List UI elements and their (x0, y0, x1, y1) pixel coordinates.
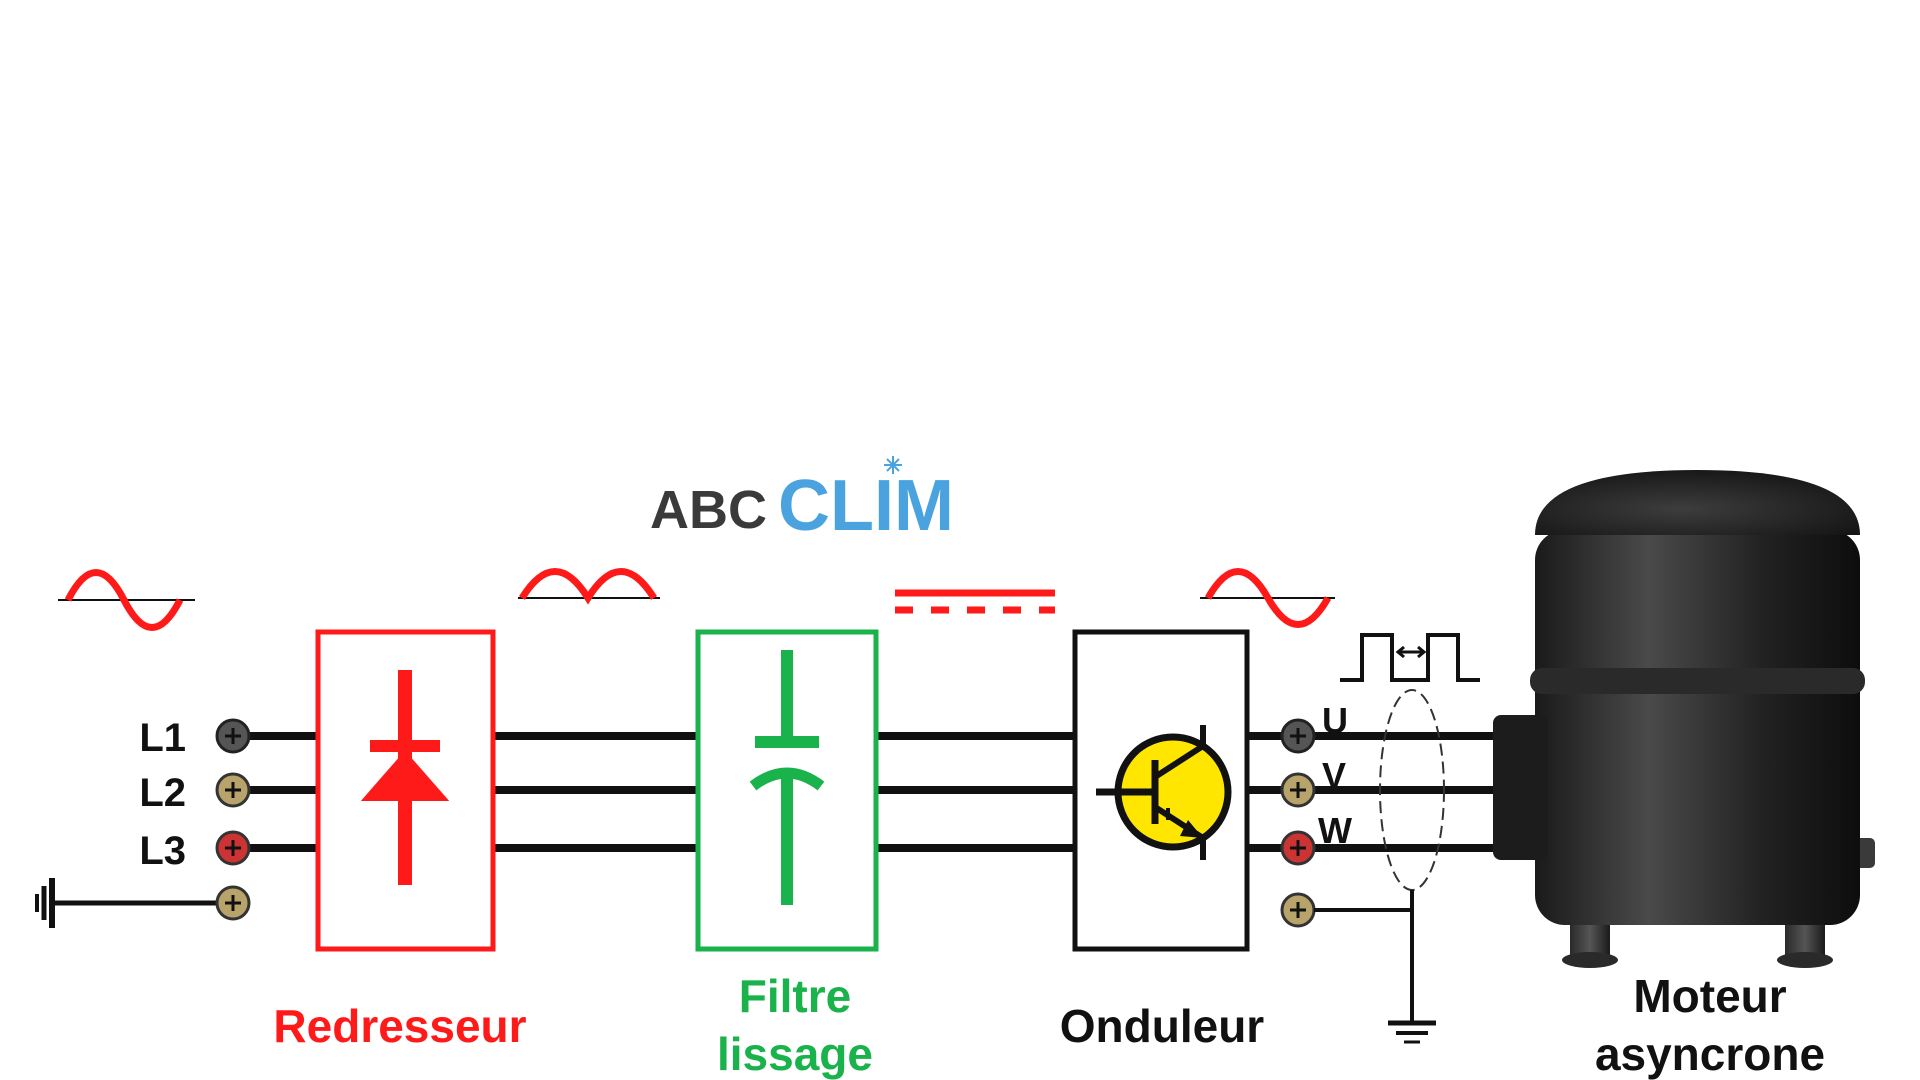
inverter-block (1075, 632, 1247, 949)
phase-label-u: U (1322, 700, 1348, 741)
rectifier-label: Redresseur (273, 1000, 526, 1052)
input-earth-icon (37, 878, 220, 928)
phase-label-v: V (1322, 755, 1346, 796)
motor-label-line2: asyncrone (1595, 1028, 1825, 1080)
inverter-label: Onduleur (1060, 1000, 1265, 1052)
terminal-l3 (217, 832, 249, 864)
phase-label-l2: L2 (139, 771, 186, 815)
phase-label-w: W (1318, 810, 1352, 851)
terminal-u (1282, 720, 1314, 752)
input-sine-wave-icon (58, 573, 195, 628)
logo-suffix: CLIM (778, 466, 954, 546)
terminal-v (1282, 774, 1314, 806)
phase-label-l1: L1 (139, 716, 186, 760)
terminal-pe-in (217, 887, 249, 919)
phase-label-l3: L3 (139, 829, 186, 873)
input-phase-labels: L1 L2 L3 (139, 716, 186, 873)
input-terminals (217, 720, 249, 919)
dc-wave-icon (895, 593, 1055, 610)
filter-label-line2: lissage (717, 1028, 873, 1080)
logo: ABC CLIM (650, 456, 954, 546)
rectifier-block (318, 632, 493, 949)
rectified-wave-icon (518, 572, 660, 599)
logo-prefix: ABC (650, 480, 767, 540)
terminal-w (1282, 832, 1314, 864)
output-terminals (1282, 720, 1314, 926)
output-phase-labels: U V W (1318, 700, 1352, 851)
filter-block (698, 632, 876, 949)
pwm-pulse-icon (1340, 635, 1480, 680)
block-labels: Redresseur Filtre lissage Onduleur Moteu… (273, 970, 1825, 1080)
terminal-l1 (217, 720, 249, 752)
filter-label-line1: Filtre (739, 970, 851, 1022)
motor-label-line1: Moteur (1633, 970, 1786, 1022)
terminal-l2 (217, 774, 249, 806)
output-sine-wave-icon (1200, 572, 1335, 625)
terminal-pe-out (1282, 894, 1314, 926)
output-earth-icon (1314, 890, 1436, 1042)
compressor-motor-icon (1493, 470, 1875, 968)
